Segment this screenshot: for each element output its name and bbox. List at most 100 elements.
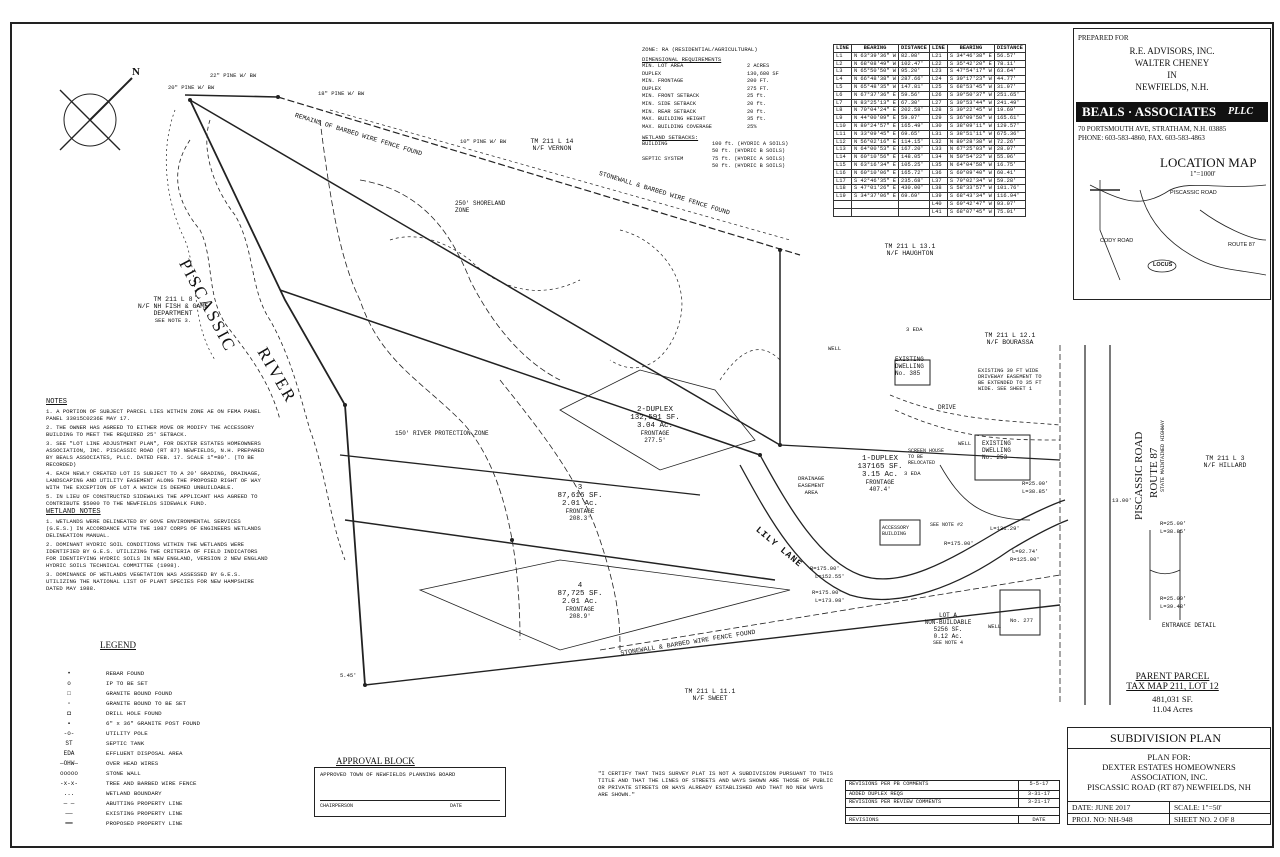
line-table-cell: L3	[833, 67, 852, 77]
dwelling-277-label: No. 277	[1010, 617, 1034, 624]
line-table-cell: 69.69'	[898, 192, 930, 201]
note-item: 1. A PORTION OF SUBJECT PARCEL LIES WITH…	[46, 408, 261, 422]
lot-l11-label: TM 211 L 11.1 N/F SWEET	[684, 688, 736, 702]
line-table-cell: L35	[928, 160, 948, 170]
entrance-detail-d: L=39.48'	[1160, 603, 1187, 610]
dim-label-545: 5.45'	[340, 672, 357, 679]
line-table-cell: N 50°54'22" W	[946, 153, 995, 162]
line-table-cell: L13	[833, 145, 852, 155]
zoning-value: 25%	[747, 123, 757, 130]
line-table-cell: 430.00'	[898, 184, 930, 194]
line-table-cell: L40	[928, 199, 948, 209]
zoning-value: 2 ACRES	[747, 63, 770, 69]
line-table-cell: 44.77'	[993, 75, 1026, 84]
line-table-cell: S 36°09'50" W	[946, 114, 995, 123]
line-table-cell: L23	[928, 67, 948, 77]
line-table-cell: L36	[928, 168, 948, 178]
line-table-cell: 59.07'	[898, 114, 930, 123]
line-table-cell: 129.57'	[993, 121, 1026, 131]
curve-label-c4b: L=173.98'	[815, 597, 845, 604]
title-block-sheet: SHEET NO. 2 OF 8	[1174, 815, 1235, 824]
revision-description: REVISIONS PER REVIEW COMMENTS	[846, 799, 1019, 807]
line-table-cell: N 63°39'36" W	[850, 51, 900, 61]
legend-label: GRANITE BOUND TO BE SET	[106, 699, 187, 707]
zoning-label: MIN. FRONT SETBACK	[642, 93, 700, 100]
line-table-cell	[850, 207, 900, 217]
lot-l12-label: TM 211 L 12.1 N/F BOURASSA	[984, 332, 1036, 346]
approval-box	[314, 767, 506, 817]
entrance-detail-c: R=25.00'	[1160, 595, 1187, 602]
line-table-cell: L30	[928, 121, 948, 131]
pine-label-4: 10" PINE W/ BW	[460, 138, 507, 145]
line-table-cell: N 89°28'38" W	[946, 137, 995, 147]
approval-board: APPROVED TOWN OF NEWFIELDS PLANNING BOAR…	[320, 771, 456, 778]
entrance-detail-a: R=25.00'	[1160, 520, 1187, 527]
line-table-cell: N 89°24'57" E	[850, 121, 900, 131]
title-block-date: DATE: JUNE 2017	[1072, 803, 1131, 812]
legend-symbol: ━━	[65, 819, 73, 827]
line-table-cell: N 70°04'24" E	[850, 106, 900, 116]
line-table-cell: S 39°53'44" W	[946, 98, 995, 108]
line-table-cell: N 60°10'06" E	[850, 168, 900, 178]
line-table-cell: 59.28'	[993, 176, 1026, 186]
line-table-cell: N 63°16'34" E	[850, 160, 900, 170]
lot1-label: 1-DUPLEX 137165 SF. 3.15 Ac. FRONTAGE 40…	[857, 455, 903, 493]
line-table-header: LINE	[928, 44, 948, 53]
wetland-notes-list: 1. WETLANDS WERE DELINEATED BY GOVE ENVI…	[46, 518, 268, 592]
line-table-cell: N 67°25'03" W	[946, 145, 995, 155]
legend-label: ABUTTING PROPERTY LINE	[106, 799, 183, 807]
revisions-date-header: DATE	[1032, 816, 1046, 823]
wetland-note-item: 3. DOMINANCE OF WETLANDS VEGETATION WAS …	[46, 571, 255, 592]
zoning-label: MIN. SIDE SETBACK	[642, 101, 697, 107]
line-table-cell: 55.96'	[993, 153, 1026, 162]
firm-address: 70 PORTSMOUTH AVE, STRATHAM, N.H. 03885	[1078, 125, 1227, 133]
line-table-cell: S 39°50'37" W	[946, 90, 995, 100]
legend-symbol: ◘	[67, 709, 71, 717]
line-table-cell: L38	[928, 184, 948, 194]
line-table-cell: L11	[833, 129, 852, 139]
pine-label-2: 22" PINE W/ BW	[210, 72, 257, 79]
line-table-cell: S 38°51'11" W	[946, 129, 995, 139]
line-table-cell: S 38°09'11" W	[946, 121, 995, 131]
line-table-cell: L14	[833, 153, 852, 162]
line-table-cell: L8	[833, 106, 852, 116]
line-table-cell: L2	[833, 59, 852, 69]
legend-label: UTILITY POLE	[106, 729, 148, 737]
wetland-setbacks-heading: WETLAND SETBACKS:	[642, 134, 699, 141]
line-table-cell: S 68°43'34" W	[946, 192, 995, 201]
wetland-setback-value: 50 ft. (HYDRIC B SOILS)	[712, 148, 786, 155]
line-table-cell: 56.57'	[993, 51, 1026, 61]
notes-title: NOTES	[46, 398, 68, 406]
line-table-cell: N 65°50'50" W	[850, 67, 900, 77]
line-table-cell: L28	[928, 106, 948, 116]
legend-title: LEGEND	[100, 640, 136, 650]
legend-item: ——EXISTING PROPERTY LINE	[40, 808, 260, 818]
line-table-cell: L4	[833, 75, 852, 84]
line-table-cell: L17	[833, 176, 852, 186]
lot-l3-label: TM 211 L 3 N/F HILLARD	[1203, 455, 1247, 469]
zoning-label: DUPLEX	[642, 70, 662, 77]
line-table-cell: 165.49'	[898, 121, 930, 131]
lot4-label: 4 87,725 SF. 2.01 Ac. FRONTAGE 208.9'	[557, 582, 603, 620]
zoning-label: MAX. BUILDING COVERAGE	[642, 123, 712, 130]
line-table-cell: L37	[928, 176, 948, 186]
legend-label: PROPOSED PROPERTY LINE	[106, 819, 183, 827]
dim-label-131: L=131.29'	[990, 525, 1020, 532]
dim-label-175: R=175.00'	[944, 540, 974, 547]
line-table-cell	[833, 199, 852, 209]
prepared-for-line4: NEWFIELDS, N.H.	[1135, 82, 1209, 92]
line-table-cell: 95.20'	[898, 67, 930, 77]
legend-item: ◘DRILL HOLE FOUND	[40, 708, 260, 718]
wetland-note-item: 2. DOMINANT HYDRIC SOIL CONDITIONS WITHI…	[46, 541, 268, 569]
